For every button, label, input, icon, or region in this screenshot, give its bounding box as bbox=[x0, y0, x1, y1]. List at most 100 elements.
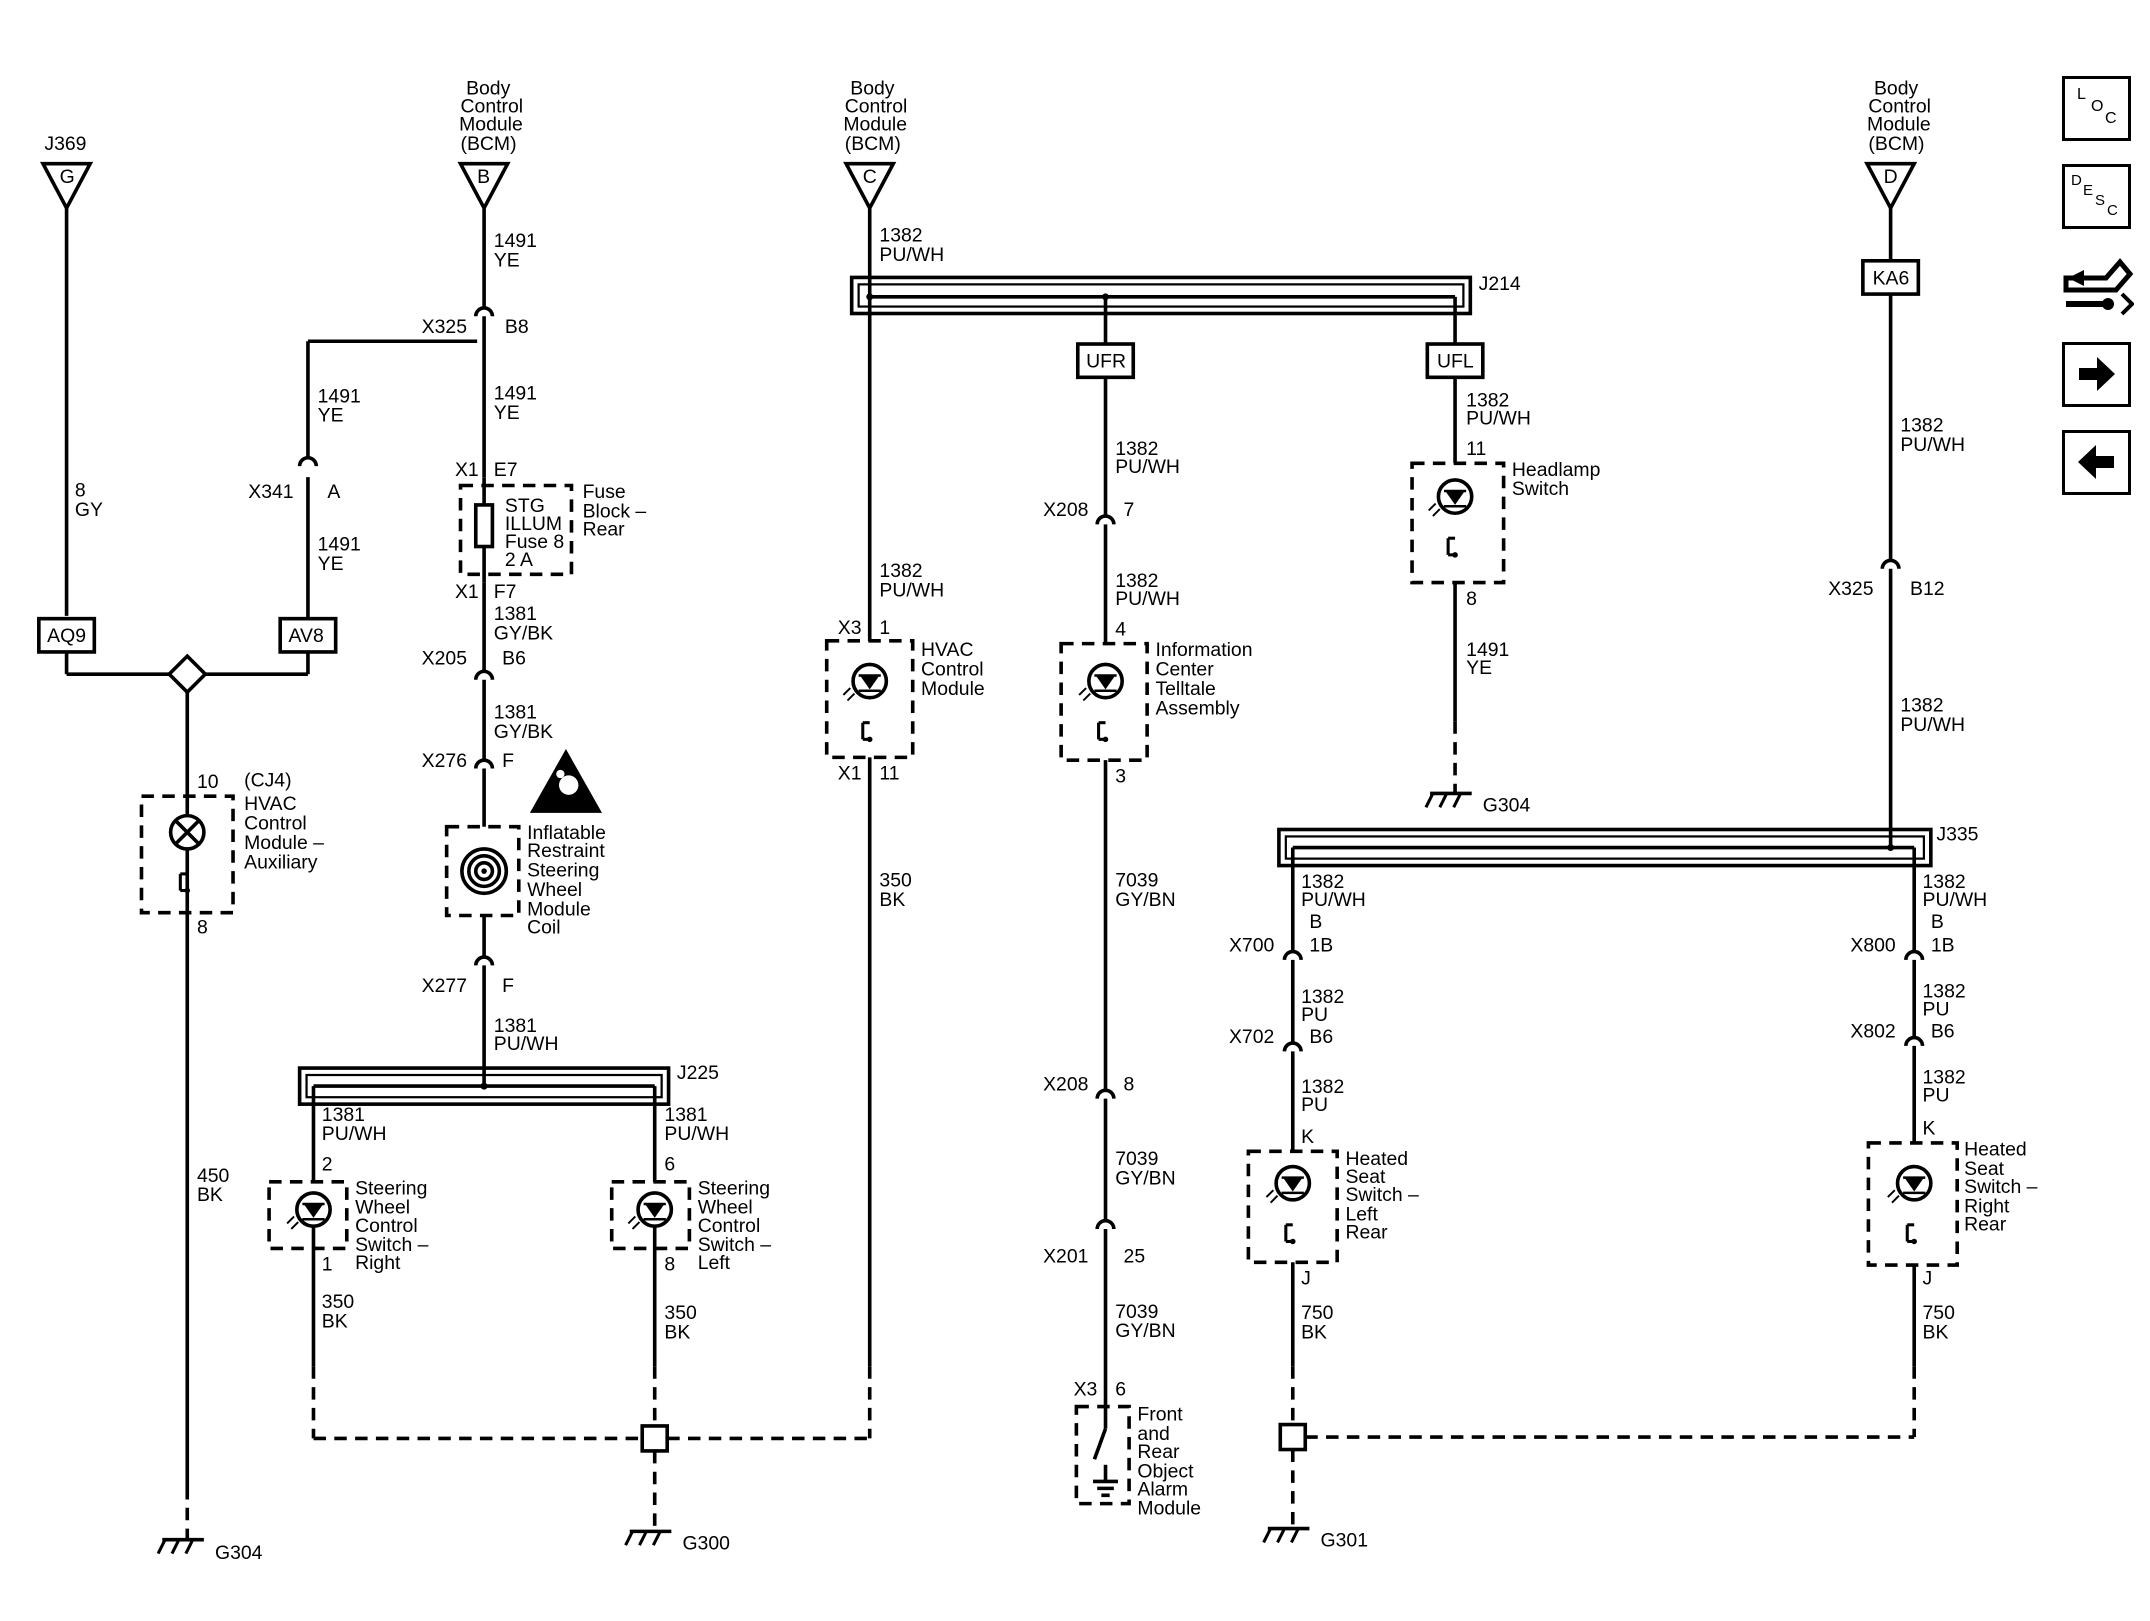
conn-x325-b12: X325 bbox=[1828, 578, 1873, 600]
sw-right-4: Switch – bbox=[355, 1234, 429, 1256]
pin-k: K bbox=[1301, 1126, 1314, 1148]
arrow-right-icon bbox=[2079, 357, 2115, 391]
prev-button[interactable] bbox=[2062, 430, 2131, 495]
wire-label-puwh: PU/WH bbox=[1900, 714, 1965, 736]
conn-x800: X800 bbox=[1850, 935, 1896, 957]
wire-label-ye: YE bbox=[494, 249, 520, 271]
wire-label-bk: BK bbox=[1301, 1322, 1327, 1344]
fuse-name-1: STG bbox=[505, 495, 545, 517]
wire-label-1382-num: 1382 bbox=[1301, 871, 1344, 893]
wire-label-1382-num: 1382 bbox=[1900, 414, 1943, 436]
hvac-name-3: Module bbox=[921, 678, 985, 700]
wire-label-1382-num: 1382 bbox=[1115, 438, 1158, 460]
info-name-4: Assembly bbox=[1155, 697, 1239, 719]
pin-8: 8 bbox=[1466, 588, 1477, 610]
box-aq9 bbox=[37, 616, 97, 654]
pin-j: J bbox=[1923, 1267, 1933, 1289]
info-center-telltale bbox=[1059, 641, 1149, 762]
pin-6: 6 bbox=[664, 1154, 675, 1176]
alarm-name-4: Object bbox=[1137, 1460, 1194, 1482]
wire-label-450: 450 bbox=[197, 1165, 230, 1187]
input-arrow-b bbox=[457, 161, 511, 212]
wire-label-puwh: PU/WH bbox=[1900, 434, 1965, 456]
coil-name-3: Steering bbox=[527, 860, 599, 882]
desc-button[interactable]: D E S C bbox=[2062, 164, 2131, 229]
seat-left-2: Seat bbox=[1345, 1166, 1386, 1188]
input-arrow-d bbox=[1864, 161, 1918, 212]
box-ufl bbox=[1425, 342, 1485, 380]
hvac-aux-name-3: Module – bbox=[244, 832, 324, 854]
wire-label-1491-num: 1491 bbox=[494, 382, 537, 404]
bcm-c-line1: Body bbox=[850, 77, 895, 99]
bcm-d-line3: Module bbox=[1867, 113, 1931, 135]
conn-x208: X208 bbox=[1043, 499, 1088, 521]
wire-label-7039: 7039 bbox=[1115, 869, 1158, 891]
heated-seat-switch-right bbox=[1866, 1141, 1959, 1267]
input-letter-g: G bbox=[60, 166, 75, 188]
conn-x325-b8: X325 bbox=[422, 316, 467, 338]
wire-label-pu: PU bbox=[1301, 1094, 1328, 1116]
wire-label-puwh: PU/WH bbox=[664, 1123, 729, 1145]
box-ufr-label: UFR bbox=[1086, 351, 1126, 373]
conn-b6: B6 bbox=[502, 647, 526, 669]
wire-label-1381-num: 1381 bbox=[494, 1015, 537, 1037]
conn-a: A bbox=[327, 481, 340, 503]
seat-right-3: Switch – bbox=[1964, 1176, 2038, 1198]
connector-view-button[interactable] bbox=[2062, 248, 2135, 324]
pin-1: 1 bbox=[879, 617, 890, 639]
pin-b: B bbox=[1309, 911, 1322, 933]
conn-f: F bbox=[502, 975, 514, 997]
seat-left-4: Left bbox=[1345, 1204, 1378, 1226]
sw-left-2: Wheel bbox=[698, 1197, 753, 1219]
wire-label-1491-num: 1491 bbox=[1466, 639, 1509, 661]
hvac-aux-ref: (CJ4) bbox=[244, 770, 291, 792]
splice-j335-label: J335 bbox=[1936, 824, 1978, 846]
pin-1b: 1B bbox=[1309, 935, 1333, 957]
ground-icon bbox=[623, 1529, 674, 1548]
conn-x205: X205 bbox=[422, 647, 467, 669]
hvac-aux-name-1: HVAC bbox=[244, 793, 296, 815]
splice-j214-label: J214 bbox=[1479, 273, 1521, 295]
conn-x277: X277 bbox=[422, 975, 467, 997]
bcm-c-line2: Control bbox=[845, 95, 908, 117]
sw-left-5: Left bbox=[698, 1252, 731, 1274]
splice-j214 bbox=[849, 275, 1473, 316]
wire-label-1491-num: 1491 bbox=[318, 534, 361, 556]
wire-label-1382-num: 1382 bbox=[879, 224, 922, 246]
wire-label-puwh: PU/WH bbox=[1301, 889, 1366, 911]
wire-label-1381-num: 1381 bbox=[494, 603, 537, 625]
seat-left-1: Heated bbox=[1345, 1148, 1408, 1170]
pin-7: 7 bbox=[1124, 499, 1135, 521]
next-button[interactable] bbox=[2062, 342, 2131, 407]
connector-view-icon bbox=[2063, 258, 2135, 316]
wire-label-1381-num: 1381 bbox=[664, 1104, 707, 1126]
conn-x702: X702 bbox=[1229, 1026, 1274, 1048]
led-icon bbox=[1886, 1164, 1933, 1205]
loc-button[interactable]: L O C bbox=[2062, 76, 2131, 141]
svg-text:C: C bbox=[2105, 110, 2117, 127]
coil-name-4: Wheel bbox=[527, 879, 582, 901]
conn-x208: X208 bbox=[1043, 1073, 1088, 1095]
steering-switch-right bbox=[267, 1180, 349, 1251]
wire-label-ye: YE bbox=[1466, 657, 1492, 679]
pin-j: J bbox=[1301, 1267, 1311, 1289]
conn-x1-11: X1 bbox=[838, 763, 862, 785]
ground-bus-g300 bbox=[640, 1424, 669, 1453]
splice-j335 bbox=[1277, 827, 1933, 868]
wire-label-bk: BK bbox=[1923, 1322, 1949, 1344]
wire-label-puwh: PU/WH bbox=[879, 244, 944, 266]
box-av8-label: AV8 bbox=[289, 625, 324, 647]
led-icon bbox=[841, 662, 889, 703]
pin-8: 8 bbox=[1124, 1073, 1135, 1095]
pin-1b: 1B bbox=[1931, 935, 1955, 957]
led-icon bbox=[1426, 478, 1474, 518]
wire-label-750: 750 bbox=[1923, 1302, 1956, 1324]
wire-label-gy: GY bbox=[75, 499, 103, 521]
wire-label-pu: PU bbox=[1923, 998, 1950, 1020]
wire-label-puwh: PU/WH bbox=[322, 1123, 387, 1145]
wire-label-pu: PU bbox=[1301, 1004, 1328, 1026]
pin-1: 1 bbox=[322, 1254, 333, 1276]
headlamp-name-1: Headlamp bbox=[1512, 459, 1600, 481]
